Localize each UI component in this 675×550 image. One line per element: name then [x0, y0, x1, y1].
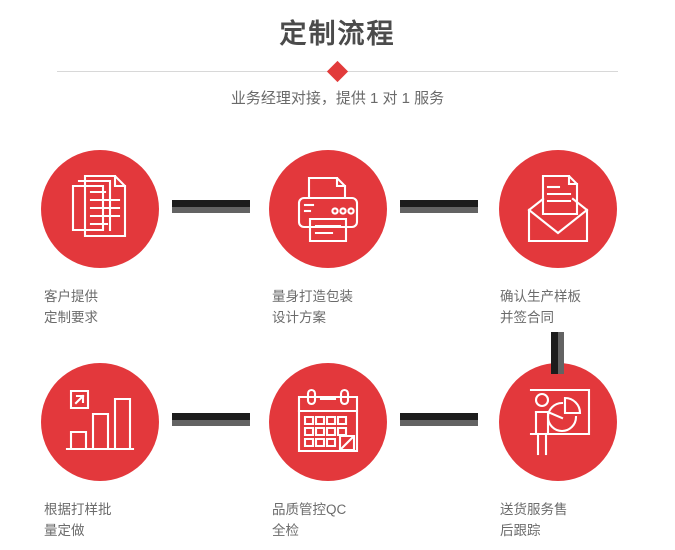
header-section: 定制流程 业务经理对接，提供 1 对 1 服务 [0, 0, 675, 120]
flow-step-3[interactable]: 确认生产样板 并签合同 [478, 150, 638, 328]
printer-icon [297, 176, 359, 243]
flow-step-4[interactable]: 根据打样批 量定做 [20, 363, 180, 541]
connector-bar [172, 413, 250, 420]
connector-shadow [400, 420, 478, 426]
connector-horizontal-3 [172, 413, 250, 426]
connector-vertical-1 [551, 332, 564, 374]
flow-step-6-caption: 送货服务售 后跟踪 [500, 502, 568, 538]
page-subtitle: 业务经理对接，提供 1 对 1 服务 [230, 90, 445, 107]
connector-bar [172, 200, 250, 207]
flow-step-1-caption: 客户提供 定制要求 [44, 289, 98, 325]
presentation-icon [529, 388, 591, 456]
flow-step-4-caption: 根据打样批 量定做 [44, 502, 112, 538]
envelope-mail-icon [527, 174, 589, 243]
connector-bar [551, 332, 558, 374]
flow-step-4-circle [41, 363, 159, 481]
calendar-icon [297, 388, 359, 453]
page-title: 定制流程 [279, 19, 396, 49]
process-flow: 客户提供 定制要求 量身打造包装 设计方案 [0, 150, 675, 550]
connector-shadow [172, 420, 250, 426]
connector-bar [400, 413, 478, 420]
flow-step-5-circle [269, 363, 387, 481]
divider [57, 60, 618, 83]
flow-step-2[interactable]: 量身打造包装 设计方案 [248, 150, 408, 328]
connector-bar [400, 200, 478, 207]
flow-step-3-circle [499, 150, 617, 268]
connector-horizontal-1 [172, 200, 250, 213]
flow-step-2-caption: 量身打造包装 设计方案 [272, 289, 353, 325]
documents-icon [71, 174, 127, 238]
flow-step-5[interactable]: 品质管控QC 全检 [248, 363, 408, 541]
connector-horizontal-4 [400, 413, 478, 426]
flow-step-3-caption: 确认生产样板 并签合同 [500, 289, 581, 325]
connector-shadow [558, 332, 564, 374]
flow-step-2-circle [269, 150, 387, 268]
diamond-icon [326, 60, 349, 83]
connector-shadow [400, 207, 478, 213]
flow-step-6-circle [499, 363, 617, 481]
connector-shadow [172, 207, 250, 213]
flow-step-1-circle [41, 150, 159, 268]
flow-step-6[interactable]: 送货服务售 后跟踪 [478, 363, 638, 541]
connector-horizontal-2 [400, 200, 478, 213]
flow-step-1[interactable]: 客户提供 定制要求 [20, 150, 180, 328]
bar-chart-icon [65, 389, 135, 451]
flow-step-5-caption: 品质管控QC 全检 [272, 502, 347, 538]
